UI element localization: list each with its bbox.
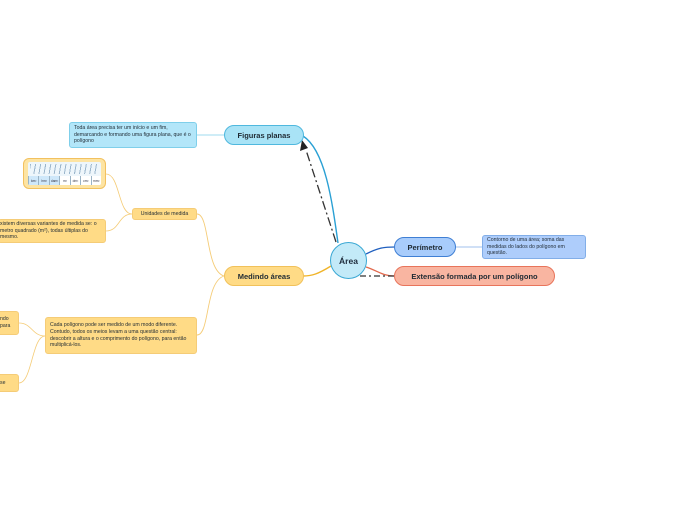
link-extensao <box>365 266 395 277</box>
unit-cell: m² <box>59 176 70 185</box>
link-cada-poligono <box>196 275 225 336</box>
topic-figuras-planas[interactable]: Figuras planas <box>224 125 304 145</box>
link-units-image <box>105 173 133 215</box>
unit-cell: km² <box>28 176 39 185</box>
unit-cell: mm² <box>90 176 101 185</box>
subtopic-unidades-de-medida[interactable]: Unidades de medida <box>132 208 197 220</box>
topic-extensao[interactable]: Extensão formada por um polígono <box>394 266 555 286</box>
units-table-picture: km² hm² dam² m² dm² cm² mm² <box>28 162 101 185</box>
link-dashed-arrow <box>305 149 337 243</box>
link-unidades-note <box>105 213 133 232</box>
note-cada-poligono[interactable]: Cada polígono pode ser medido de um modo… <box>45 317 197 354</box>
units-image[interactable]: km² hm² dam² m² dm² cm² mm² <box>23 158 106 189</box>
note-figuras-planas[interactable]: Toda área precisa ter um início e um fim… <box>69 122 197 148</box>
link-left-note-2 <box>18 335 46 384</box>
topic-medindo-areas[interactable]: Medindo áreas <box>224 266 304 286</box>
central-topic-area[interactable]: Área <box>330 242 367 279</box>
unit-cell: dam² <box>48 176 60 185</box>
link-figuras-planas <box>302 135 339 244</box>
link-unidades <box>196 213 225 277</box>
note-perimetro[interactable]: Contorno de uma área; soma das medidas d… <box>482 235 586 259</box>
note-left-clipped-2[interactable]: se <box>0 374 19 392</box>
link-left-note-1 <box>18 322 46 337</box>
ruler-lines-decoration <box>30 164 99 174</box>
unit-cell: cm² <box>80 176 91 185</box>
link-perimetro <box>365 246 396 255</box>
topic-perimetro[interactable]: Perímetro <box>394 237 456 257</box>
note-left-clipped-1[interactable]: ndo para <box>0 311 19 335</box>
note-unidades-de-medida[interactable]: xistem diversas variantes de medida se: … <box>0 219 106 243</box>
unit-cell: dm² <box>69 176 81 185</box>
arrow-head <box>300 140 308 151</box>
unit-cell: hm² <box>38 176 49 185</box>
link-medindo <box>302 265 332 277</box>
